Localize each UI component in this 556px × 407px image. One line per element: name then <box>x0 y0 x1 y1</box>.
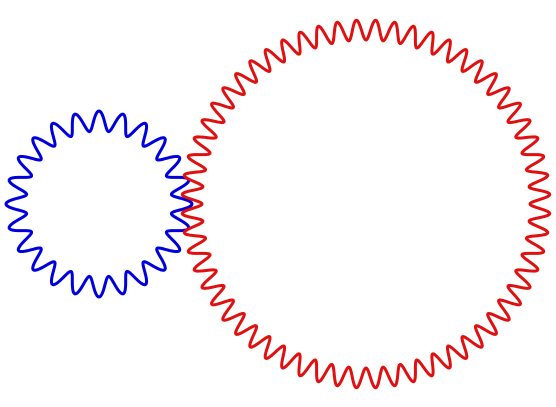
small-gear-outline <box>4 109 194 299</box>
large-gear-outline <box>180 18 552 390</box>
